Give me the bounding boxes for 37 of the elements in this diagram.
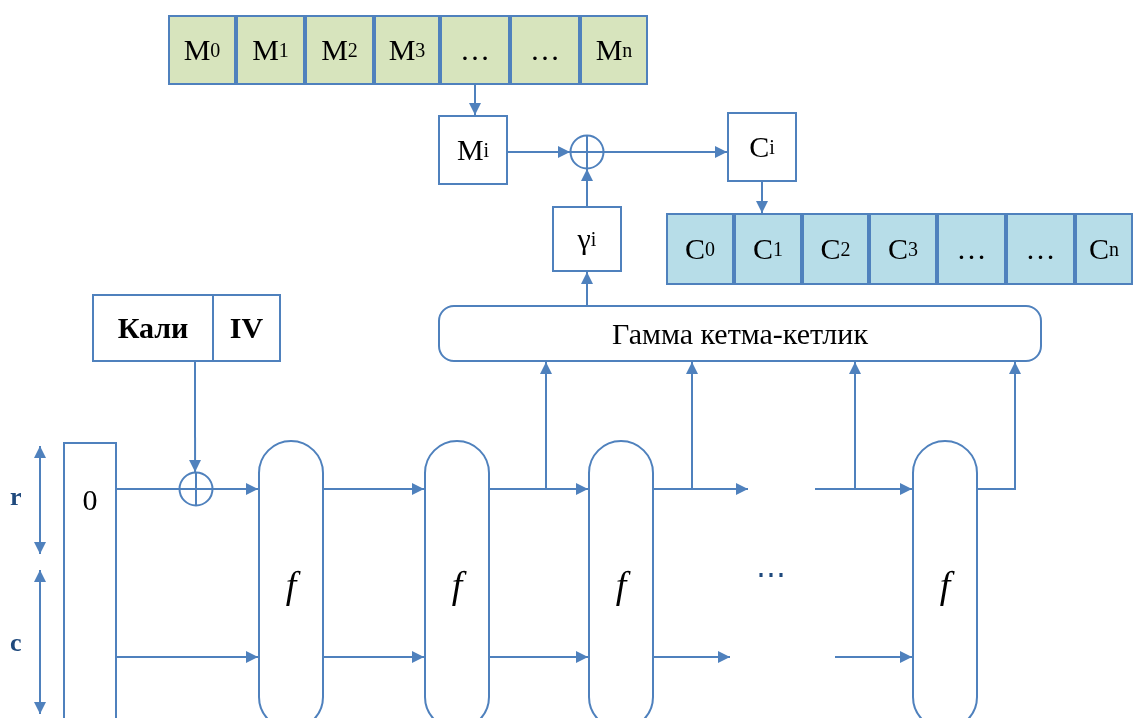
arrow bbox=[489, 651, 589, 663]
arrow bbox=[603, 146, 728, 158]
arrow bbox=[323, 651, 425, 663]
arrow bbox=[653, 361, 698, 490]
permutation-function-block: f bbox=[258, 440, 324, 718]
arrow bbox=[323, 483, 425, 495]
dimension-label: r bbox=[10, 482, 22, 512]
arrow bbox=[814, 483, 913, 495]
message-block-cell: … bbox=[440, 15, 510, 85]
arrow bbox=[469, 84, 481, 116]
xor-symbol bbox=[178, 471, 214, 507]
arrow bbox=[189, 361, 202, 474]
arrow bbox=[581, 168, 593, 207]
xor-symbol bbox=[569, 134, 605, 170]
key-cell: Кали bbox=[92, 294, 214, 362]
key-cell: IV bbox=[212, 294, 281, 362]
arrow bbox=[489, 361, 552, 490]
message-block-cell: … bbox=[510, 15, 580, 85]
dimension-label: c bbox=[10, 628, 22, 658]
arrow bbox=[507, 146, 571, 158]
permutation-function-block: f bbox=[912, 440, 978, 718]
permutation-function-block: f bbox=[424, 440, 490, 718]
ellipsis-text: ⋯ bbox=[756, 556, 786, 591]
ciphertext-block-cell: … bbox=[1006, 213, 1075, 285]
arrow bbox=[756, 181, 768, 214]
arrow bbox=[116, 651, 259, 663]
ciphertext-block-cell: … bbox=[937, 213, 1006, 285]
arrow bbox=[849, 361, 861, 490]
arrow bbox=[834, 651, 913, 663]
arrow bbox=[977, 361, 1021, 490]
arrow bbox=[653, 651, 731, 663]
state-register-cell: 0 bbox=[63, 442, 117, 558]
arrow bbox=[212, 483, 259, 495]
state-register-cell bbox=[63, 556, 117, 718]
keystream-generator-box: Гамма кетма-кетлик bbox=[438, 305, 1042, 362]
arrow bbox=[581, 271, 593, 306]
permutation-function-block: f bbox=[588, 440, 654, 718]
